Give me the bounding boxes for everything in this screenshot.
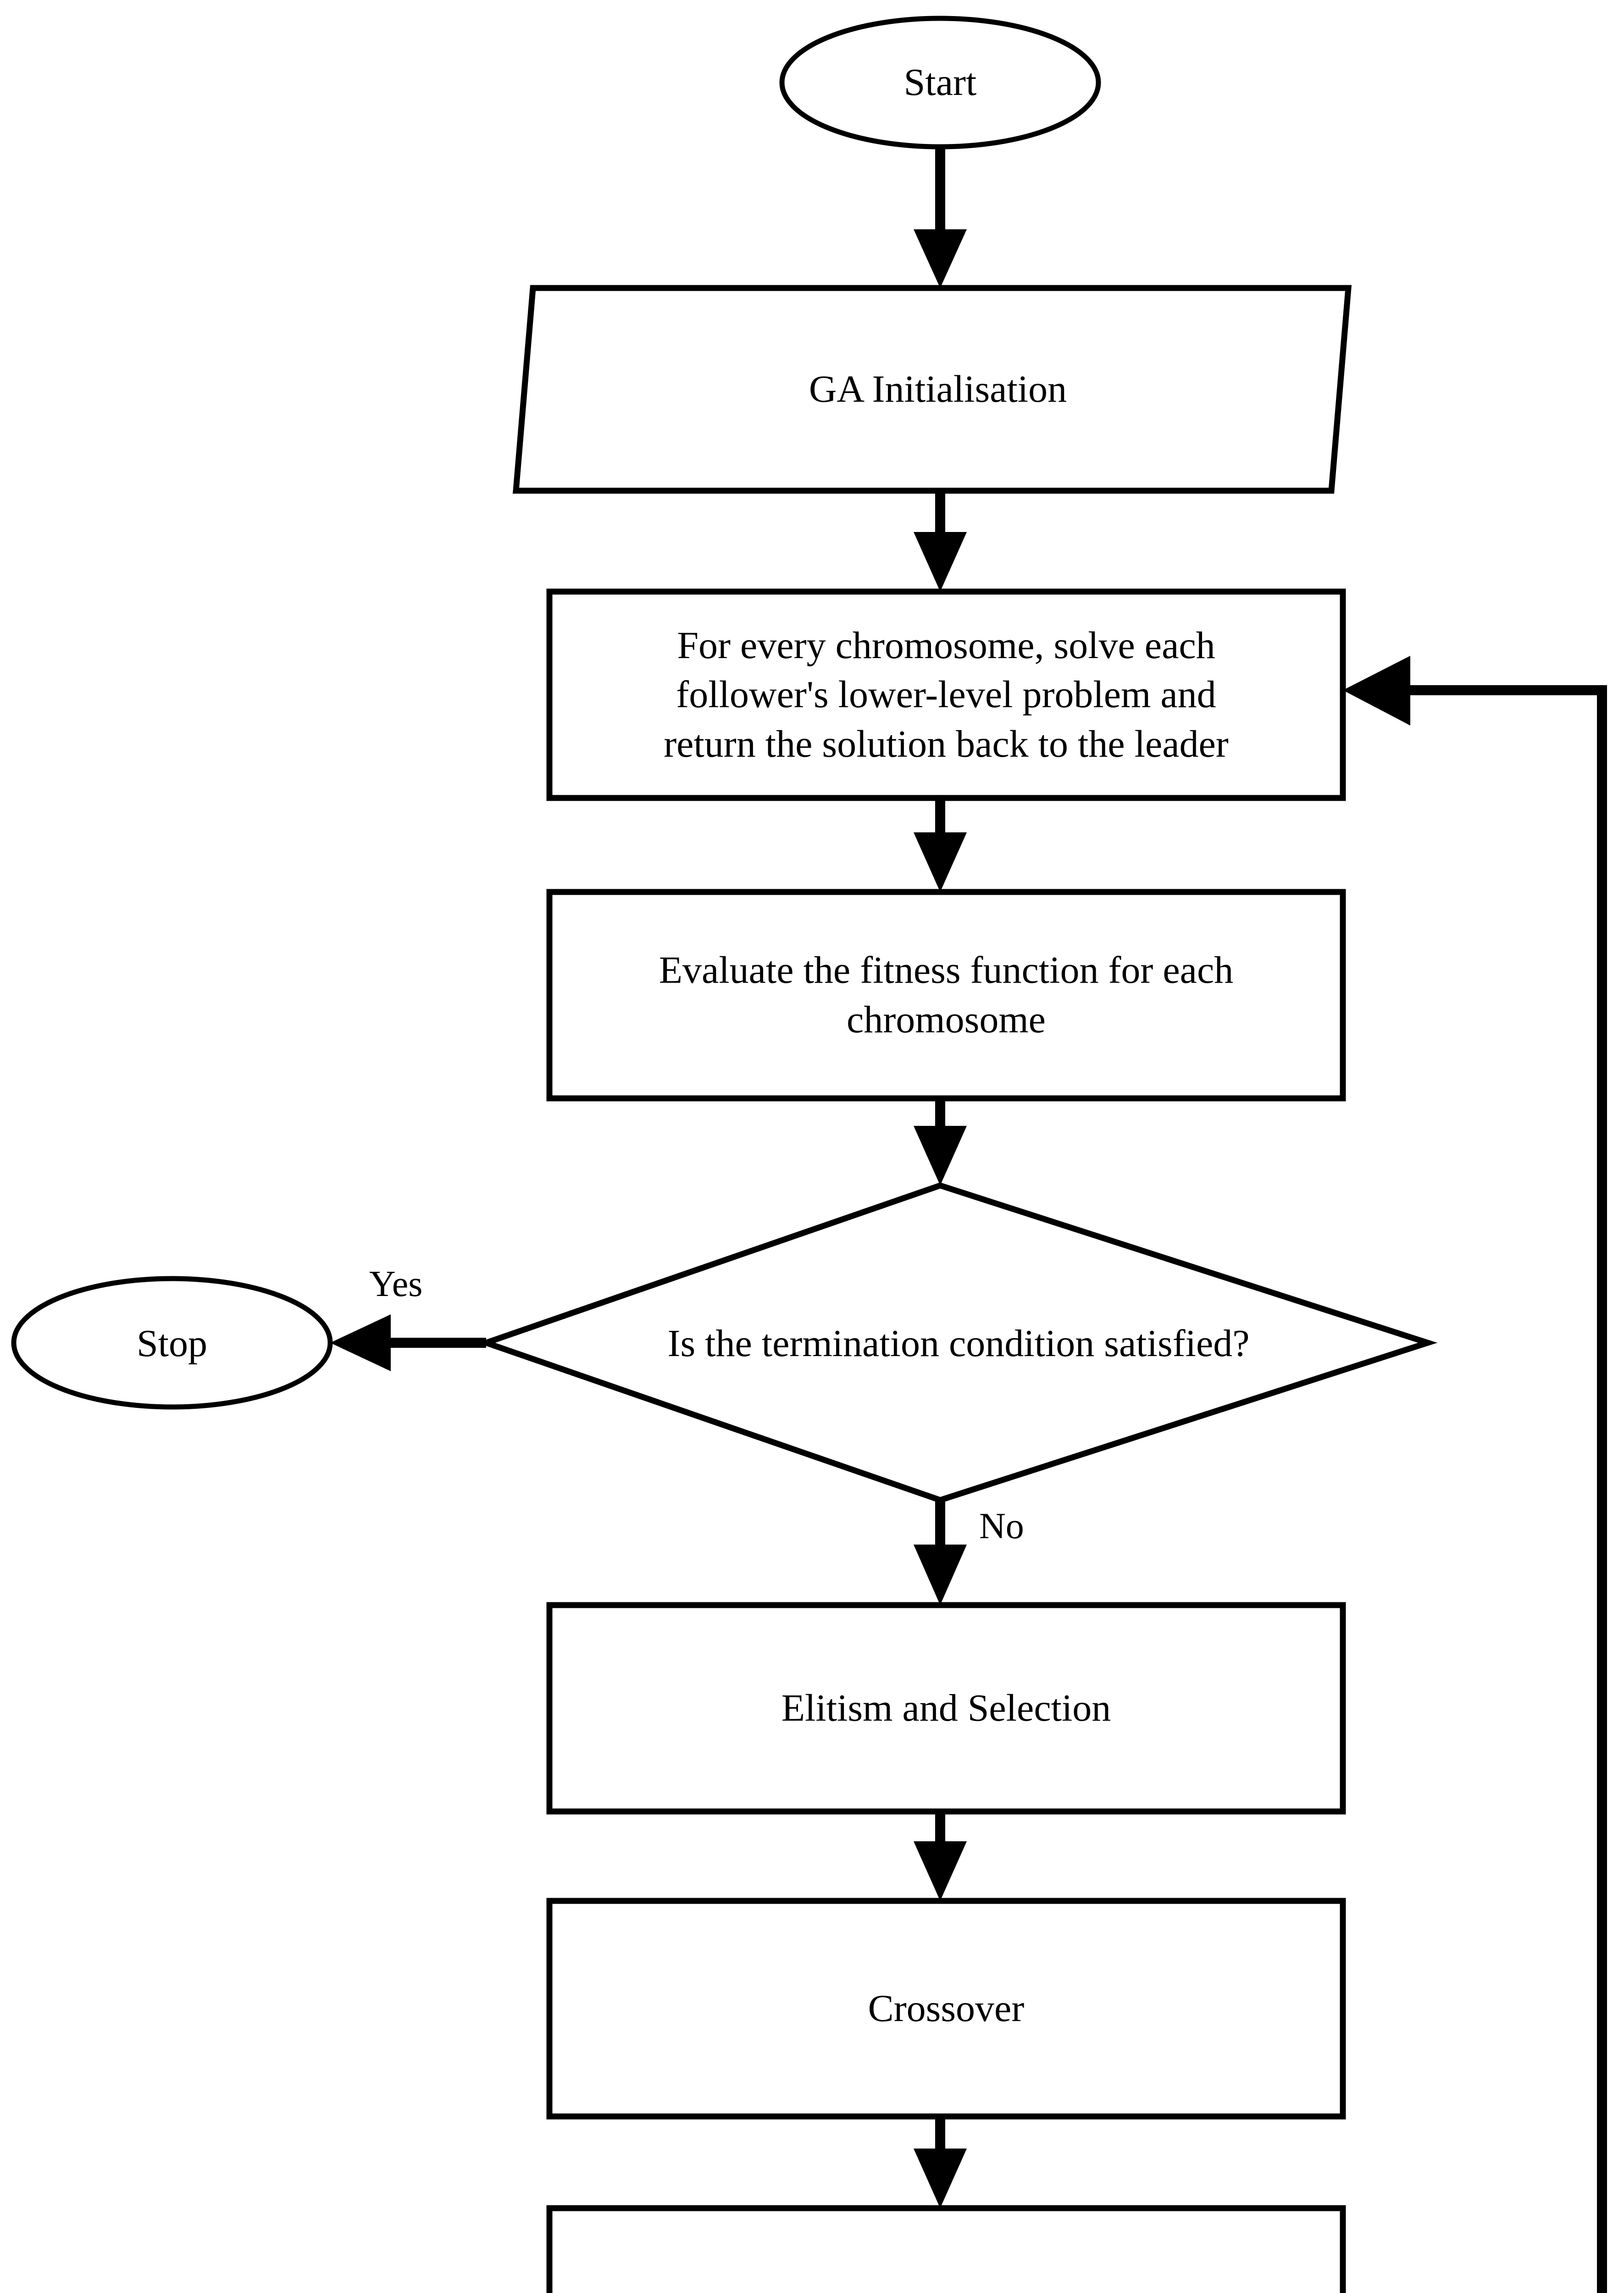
node-mutation-shape[interactable] xyxy=(546,2205,1346,2293)
edge-init-to-solve xyxy=(914,491,967,592)
edge-mutation-to-solve-feedback xyxy=(1343,656,1607,2293)
node-elitism-shape[interactable] xyxy=(546,1602,1346,1815)
node-decision-shape[interactable] xyxy=(477,1182,1438,1503)
edge-start-to-init xyxy=(914,147,967,288)
edge-decision-to-elitism xyxy=(914,1500,967,1605)
node-start-shape[interactable] xyxy=(779,16,1101,150)
edge-crossover-to-mutation xyxy=(914,2116,967,2208)
edge-decision-to-stop xyxy=(330,1314,486,1371)
node-crossover-shape[interactable] xyxy=(546,1898,1346,2120)
edge-solve-to-fitness xyxy=(914,798,967,892)
edge-elitism-to-crossover xyxy=(914,1811,967,1901)
edge-label-yes: Yes xyxy=(369,1264,423,1304)
node-solve-shape[interactable] xyxy=(546,588,1346,801)
node-init-shape[interactable] xyxy=(512,285,1352,494)
node-stop-shape[interactable] xyxy=(11,1276,333,1410)
edge-label-no: No xyxy=(979,1506,1024,1546)
node-fitness-shape[interactable] xyxy=(546,889,1346,1102)
edge-fitness-to-decision xyxy=(914,1098,967,1185)
